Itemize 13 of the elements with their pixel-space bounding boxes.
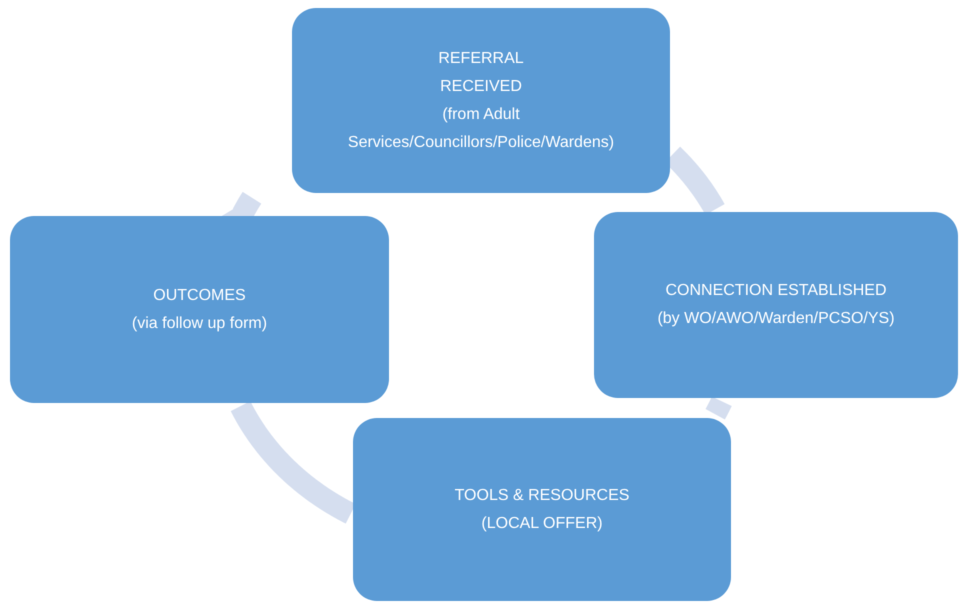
step-title: REFERRAL (438, 48, 524, 68)
step-note: (LOCAL OFFER) (481, 514, 603, 534)
process-box (594, 212, 958, 398)
step-note: (via follow up form) (132, 314, 268, 334)
process-box (292, 8, 670, 193)
step-note: RECEIVED (440, 76, 522, 96)
process-box (10, 216, 389, 403)
process-box (353, 418, 731, 601)
step-title: OUTCOMES (153, 286, 246, 306)
step-note: (by WO/AWO/Warden/PCSO/YS) (657, 309, 895, 329)
step-note: (from Adult Services/Councillors/Police/Wardens) (346, 104, 616, 152)
step-title: CONNECTION ESTABLISHED (665, 281, 887, 301)
step-title: TOOLS & RESOURCES (454, 486, 630, 506)
